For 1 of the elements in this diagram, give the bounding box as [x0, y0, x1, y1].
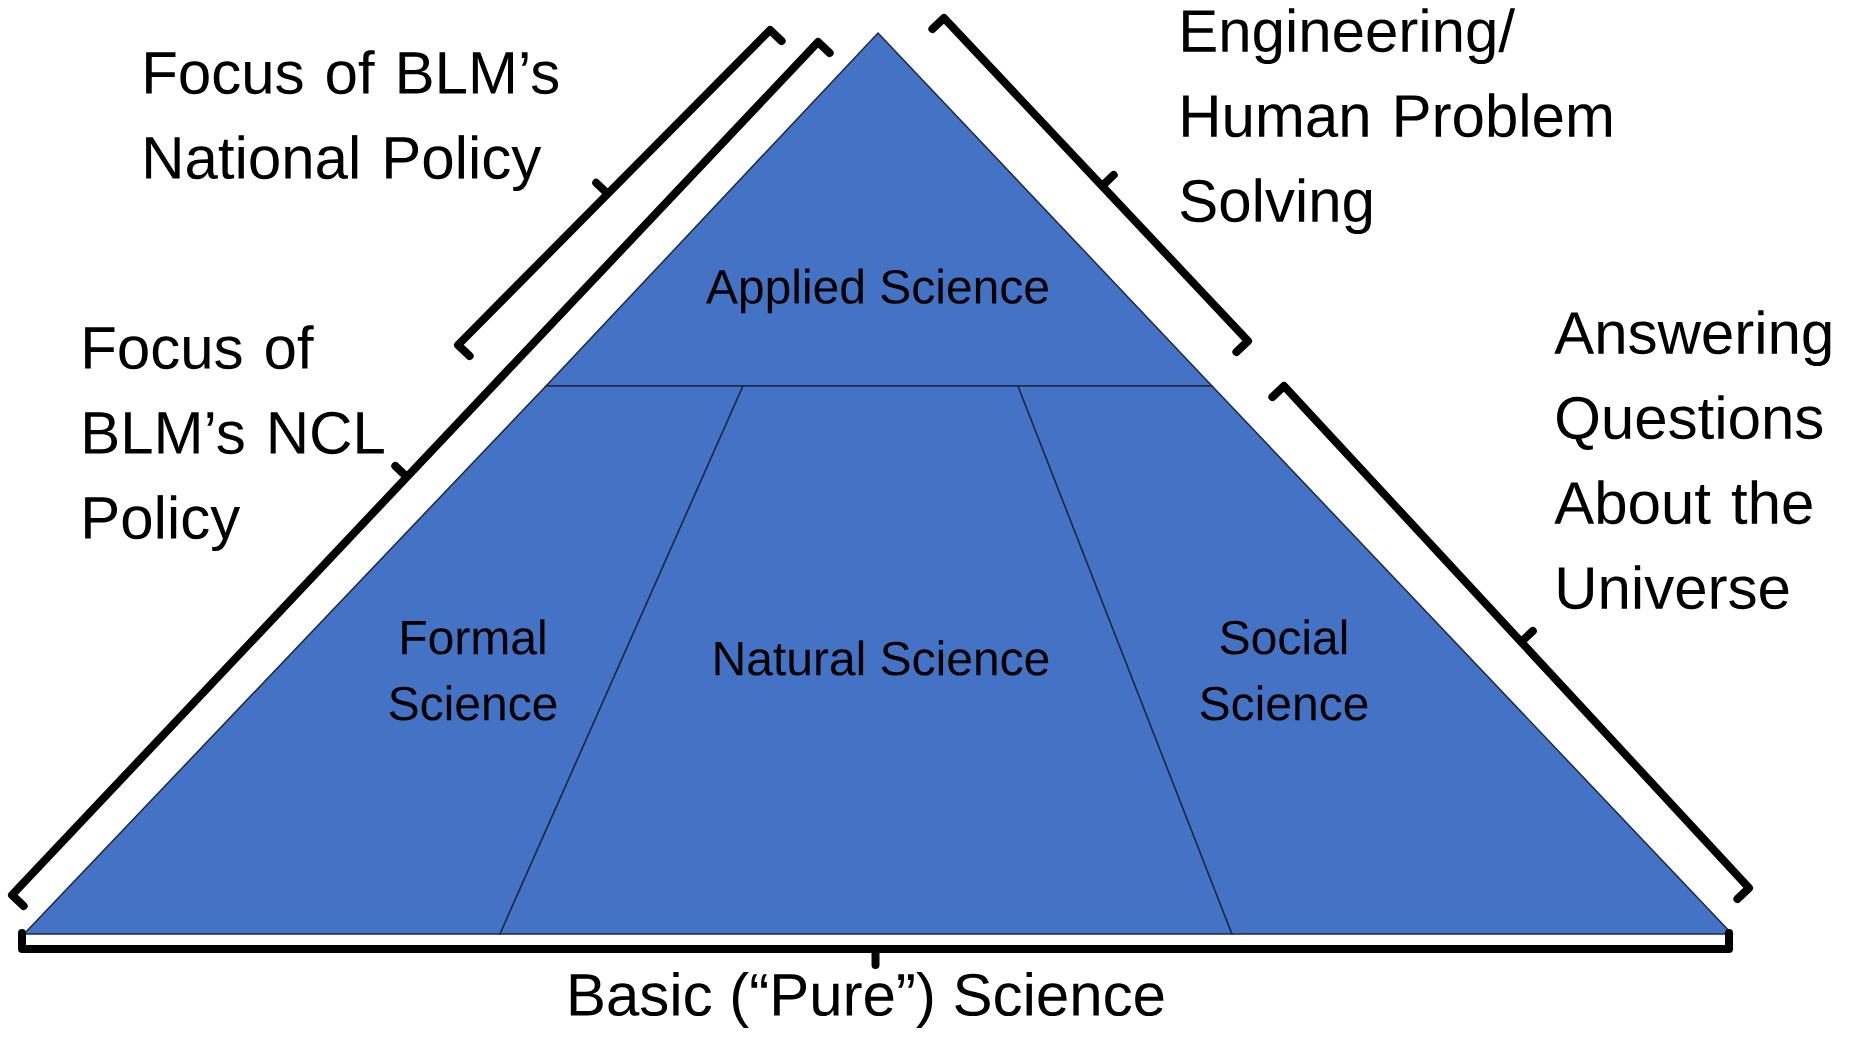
- bracket-label: Basic (“Pure”) Science: [570, 972, 1164, 1028]
